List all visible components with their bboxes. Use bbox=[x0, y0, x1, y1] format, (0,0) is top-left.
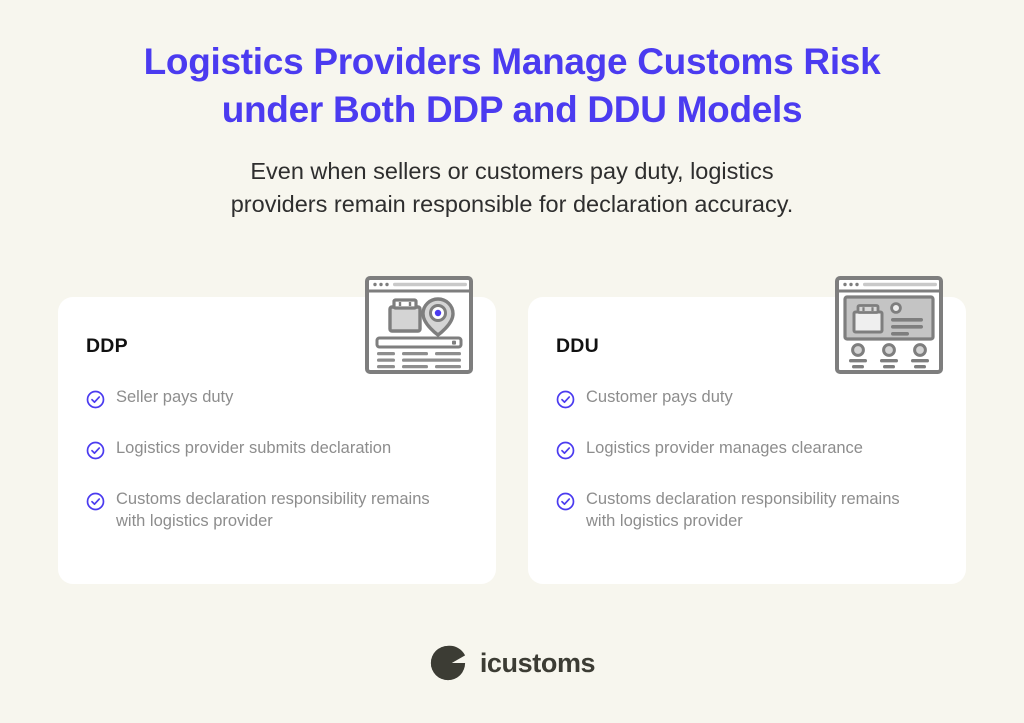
header: Logistics Providers Manage Customs Risk … bbox=[0, 0, 1024, 220]
card-title-ddu: DDU bbox=[556, 335, 599, 357]
bullet-text: Customer pays duty bbox=[586, 388, 733, 406]
card-ddu: DDU Customer pays duty Logistics provide… bbox=[528, 276, 966, 584]
bullet-text: Customs declaration responsibility remai… bbox=[586, 490, 900, 530]
bullet-text: Seller pays duty bbox=[116, 388, 234, 406]
card-ddp: DDP Seller pays duty Logistics provider … bbox=[58, 276, 496, 584]
list-item: Seller pays duty bbox=[86, 387, 462, 409]
list-item: Customer pays duty bbox=[556, 387, 932, 409]
bullet-list-ddp: Seller pays duty Logistics provider subm… bbox=[86, 387, 462, 533]
comparison-cards: DDP Seller pays duty Logistics provider … bbox=[58, 276, 966, 584]
page-subtitle: Even when sellers or customers pay duty,… bbox=[162, 155, 862, 219]
browser-package-location-icon bbox=[365, 276, 473, 374]
check-circle-icon bbox=[86, 390, 105, 409]
page-title-line-2: under Both DDP and DDU Models bbox=[221, 88, 803, 130]
list-item: Logistics provider manages clearance bbox=[556, 438, 932, 460]
list-item: Customs declaration responsibility remai… bbox=[86, 489, 462, 533]
check-circle-icon bbox=[86, 441, 105, 460]
bullet-text: Customs declaration responsibility remai… bbox=[116, 490, 430, 530]
check-circle-icon bbox=[86, 492, 105, 511]
check-circle-icon bbox=[556, 390, 575, 409]
bullet-text: Logistics provider submits declaration bbox=[116, 439, 392, 457]
logo-wordmark: icustoms bbox=[479, 647, 596, 678]
card-title-ddp: DDP bbox=[86, 335, 128, 357]
bullet-text: Logistics provider manages clearance bbox=[586, 439, 863, 457]
page-subtitle-line-2: providers remain responsible for declara… bbox=[230, 190, 794, 217]
page-subtitle-line-1: Even when sellers or customers pay duty,… bbox=[250, 158, 774, 185]
list-item: Logistics provider submits declaration bbox=[86, 438, 462, 460]
check-circle-icon bbox=[556, 441, 575, 460]
check-circle-icon bbox=[556, 492, 575, 511]
page-title-line-1: Logistics Providers Manage Customs Risk bbox=[143, 41, 881, 82]
footer-branding: icustoms bbox=[0, 644, 1024, 682]
list-item: Customs declaration responsibility remai… bbox=[556, 489, 932, 533]
icustoms-logo-mark bbox=[430, 645, 465, 681]
browser-catalog-package-icon bbox=[835, 276, 943, 374]
bullet-list-ddu: Customer pays duty Logistics provider ma… bbox=[556, 387, 932, 533]
page-title: Logistics Providers Manage Customs Risk … bbox=[82, 38, 942, 133]
